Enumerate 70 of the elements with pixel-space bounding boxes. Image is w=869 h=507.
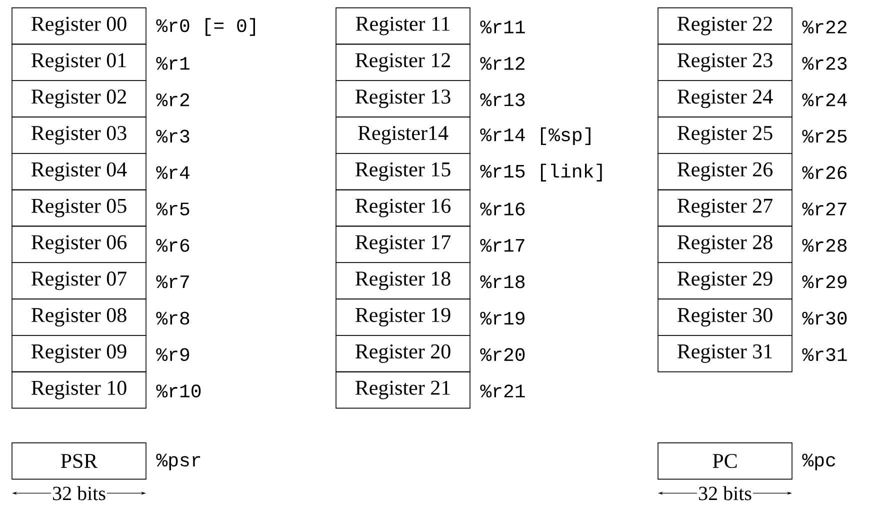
register-name: %r3 (156, 130, 190, 143)
register-name: %r19 (480, 312, 524, 325)
register-box: Register 22 (658, 7, 792, 45)
register-box: Register 18 (336, 262, 470, 300)
register-box: Register 07 (12, 262, 146, 300)
register-name: %r21 (480, 384, 525, 398)
register-name: %r28 (802, 238, 847, 252)
register-name: %r6 (156, 238, 190, 252)
register-name: %psr (156, 454, 200, 470)
register-name: %r12 (480, 57, 524, 70)
register-box: Register 26 (658, 153, 792, 190)
register-box: PSR (12, 442, 146, 480)
register-box: Register 30 (658, 298, 792, 336)
register-name: %r15 [link] (480, 164, 602, 182)
register-box: Register 24 (658, 80, 792, 118)
register-box: Register 19 (336, 298, 470, 336)
register-name: %r20 (480, 348, 525, 362)
register-name: %r0 [= 0] (156, 18, 255, 36)
register-name: %r16 (480, 202, 525, 216)
register-name: %r27 (802, 202, 846, 216)
register-box: Register 13 (336, 80, 470, 118)
register-box: Register 28 (658, 226, 792, 263)
register-box: Register 21 (336, 371, 470, 409)
register-box: Register 04 (12, 153, 146, 190)
register-name: %r11 (480, 20, 525, 34)
register-name: %r7 (156, 275, 189, 288)
register-name: %r10 (156, 384, 201, 398)
register-name: %r23 (802, 56, 847, 70)
register-name: %r5 (156, 202, 190, 216)
dimension-label: 32 bits (697, 485, 753, 502)
register-box: Register14 (336, 116, 470, 154)
register-box: Register 12 (336, 44, 470, 81)
register-box: Register 23 (658, 44, 792, 81)
register-box: Register 25 (658, 116, 792, 154)
register-name: %r14 [%sp] (480, 127, 590, 146)
register-name: %r26 (802, 166, 847, 180)
register-box: Register 08 (12, 298, 146, 336)
register-name: %r17 (480, 239, 524, 252)
register-name: %r4 (156, 166, 190, 179)
register-name: %r8 (156, 312, 190, 325)
register-name: %pc (802, 454, 836, 470)
register-box: Register 31 (658, 335, 792, 372)
register-box: Register 10 (12, 371, 146, 409)
register-name: %r22 (802, 20, 846, 34)
dimension-label: 32 bits (51, 485, 107, 502)
register-box: Register 27 (658, 189, 792, 227)
register-box: Register 00 (12, 7, 146, 45)
register-name: %r24 (802, 93, 847, 106)
register-box: PC (658, 442, 792, 480)
register-box: Register 02 (12, 80, 146, 118)
register-name: %r29 (802, 275, 846, 288)
register-box: Register 03 (12, 116, 146, 154)
register-box: Register 29 (658, 262, 792, 300)
register-box: Register 17 (336, 226, 470, 263)
register-name: %r18 (480, 275, 525, 288)
register-box: Register 20 (336, 335, 470, 372)
register-box: Register 11 (336, 7, 470, 45)
register-name: %r13 (480, 93, 525, 106)
register-box: Register 09 (12, 335, 146, 372)
register-name: %r31 (802, 348, 847, 362)
register-name: %r30 (802, 312, 847, 325)
register-name: %r9 (156, 348, 190, 362)
register-box: Register 16 (336, 189, 470, 227)
register-box: Register 05 (12, 189, 146, 227)
register-name: %r25 (802, 130, 847, 143)
register-box: Register 15 (336, 153, 470, 190)
register-name: %r2 (156, 93, 190, 106)
register-box: Register 01 (12, 44, 146, 81)
register-name: %r1 (156, 57, 190, 70)
register-box: Register 06 (12, 226, 146, 263)
